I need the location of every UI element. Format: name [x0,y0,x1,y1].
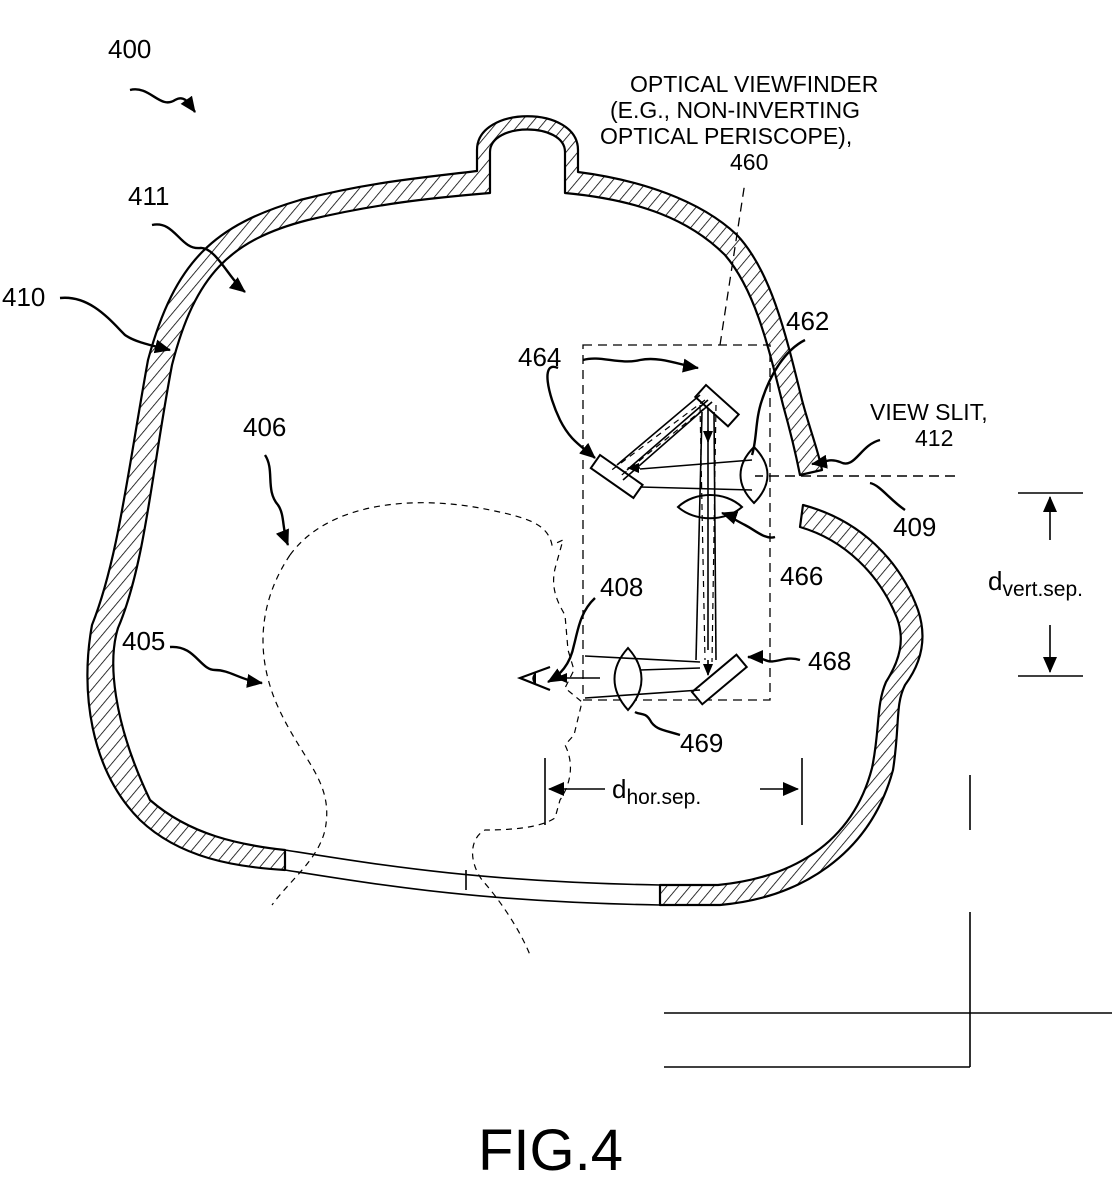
ref-469: 469 [680,728,723,758]
ref-409: 409 [893,512,936,542]
relay-lens [676,494,744,520]
viewfinder-ref: 460 [730,149,768,175]
optics-group [516,383,955,712]
eye-icon [516,665,551,692]
vertical-separation-dimension [1018,492,1083,677]
horizontal-separation-dimension [544,758,803,825]
left-mirror [589,453,644,500]
labels: 400 411 410 406 405 408 464 462 466 468 … [2,34,1083,1183]
viewfinder-label-line2: (E.G., NON-INVERTING [610,97,860,123]
ref-462: 462 [786,306,829,336]
ref-405: 405 [122,626,165,656]
slit-lens [739,445,769,505]
viewfinder-box [582,181,771,701]
upper-mirror [693,383,741,428]
ref-400: 400 [108,34,151,64]
leader-lines [59,88,906,737]
viewfinder-label-line3: OPTICAL PERISCOPE), [600,123,852,149]
ref-408: 408 [600,572,643,602]
ref-411: 411 [128,181,169,211]
ref-468: 468 [808,646,851,676]
construction-lines [664,775,1112,1068]
ref-410: 410 [2,282,45,312]
housing-wall [86,115,924,907]
vertical-separation-label: dvert.sep. [988,566,1083,601]
viewfinder-label-line1: OPTICAL VIEWFINDER [630,71,878,97]
view-slit-ref: 412 [915,425,953,451]
user-head-outline [262,502,583,956]
ref-464: 464 [518,342,561,372]
figure-caption: FIG.4 [478,1118,623,1183]
ref-466: 466 [780,561,823,591]
ref-406: 406 [243,412,286,442]
horizontal-separation-label: dhor.sep. [612,774,701,809]
view-slit-label: VIEW SLIT, [870,399,988,425]
lower-mirror [690,653,749,706]
